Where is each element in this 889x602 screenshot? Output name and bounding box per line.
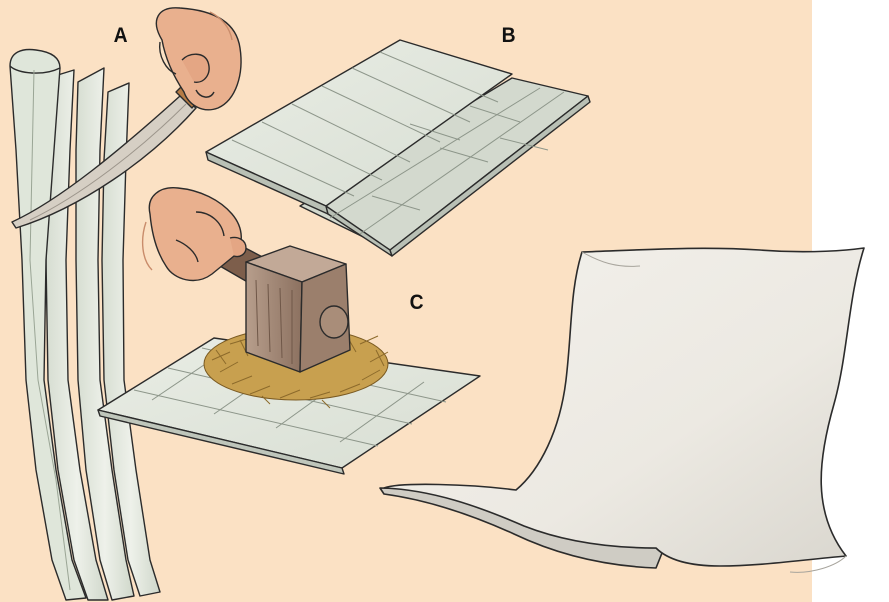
mallet-peg <box>320 306 348 338</box>
step-label-b: B <box>502 24 516 48</box>
mallet-head-front <box>246 262 302 372</box>
step-label-c: C <box>410 291 424 315</box>
step-label-a: A <box>114 24 128 48</box>
